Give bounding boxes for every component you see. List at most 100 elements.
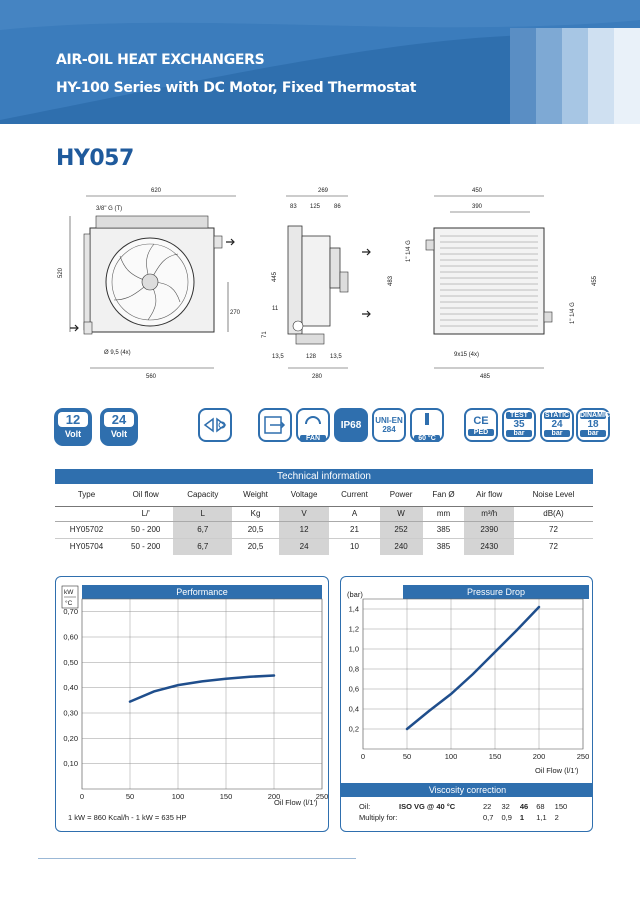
y-tick-label: 0,2 xyxy=(349,725,359,734)
unit-cell: A xyxy=(329,506,380,522)
unit-cell: m³/h xyxy=(464,506,514,522)
dynamic-unit: bar xyxy=(580,430,606,437)
ce-label: CE xyxy=(473,415,489,427)
table-cell: 385 xyxy=(436,525,451,534)
dim-back-inner: 390 xyxy=(472,204,483,210)
unit-cell xyxy=(55,506,118,522)
fan-icon: FAN xyxy=(296,408,330,442)
table-row: Oil: ISO VG @ 40 °C 22 32 46 68 150 xyxy=(355,801,571,812)
y-tick-label: 0,70 xyxy=(63,607,78,616)
viscosity-table: Oil: ISO VG @ 40 °C 22 32 46 68 150 Mult… xyxy=(355,801,571,823)
static-unit: bar xyxy=(544,430,570,437)
oil-flow-icon xyxy=(258,408,292,442)
grade-value: 68 xyxy=(536,802,545,811)
grade-value: 150 xyxy=(554,802,568,811)
dim-back-base: 485 xyxy=(480,374,491,380)
viscosity-title: Viscosity correction xyxy=(341,783,592,797)
header-title: AIR-OIL HEAT EXCHANGERS xyxy=(56,52,265,68)
col-header: Weight xyxy=(232,484,279,507)
stripe xyxy=(614,28,640,124)
dim-back-width: 450 xyxy=(472,188,483,194)
table-cell: 252 xyxy=(379,521,423,538)
dim-side-base: 280 xyxy=(312,374,323,380)
dynamic-label: DINAMIC xyxy=(580,412,610,419)
table-cell: 21 xyxy=(350,525,359,534)
y-tick-label: 1,0 xyxy=(349,645,359,654)
unit-cell: dB(A) xyxy=(513,506,593,522)
dim-front-side: 270 xyxy=(230,310,241,316)
table-cell: HY05702 xyxy=(69,525,104,534)
multiplier-value: 2 xyxy=(554,813,559,822)
tech-table: Type Oil flow Capacity Weight Voltage Cu… xyxy=(55,484,593,555)
dynamic-pressure-badge: DINAMIC 18 bar xyxy=(576,408,610,442)
x-tick-label: 250 xyxy=(316,792,329,801)
series-line xyxy=(128,674,276,703)
table-cell: 12 xyxy=(278,521,330,538)
unit-cell: mm xyxy=(422,506,465,522)
series-line xyxy=(405,605,541,731)
dim-side-h1: 445 xyxy=(272,271,278,282)
col-header: Fan Ø xyxy=(422,484,465,507)
side-view: 269 83 125 86 445 11 71 13,5 128 13,5 28… xyxy=(262,188,349,380)
col-header: Noise Level xyxy=(513,484,593,507)
unit-cell: Kg xyxy=(232,506,279,522)
dim-back-h1: 483 xyxy=(388,275,394,286)
y-tick-label: 0,8 xyxy=(349,665,359,674)
y-tick-label: 0,10 xyxy=(63,759,78,768)
y-tick-label: 0,20 xyxy=(63,734,78,743)
y-tick-label: 0,6 xyxy=(349,685,359,694)
multiplier-value: 1,1 xyxy=(536,813,547,822)
y-tick-label: 0,30 xyxy=(63,709,78,718)
ip68-label: IP68 xyxy=(340,420,362,431)
table-cell: 50 - 200 xyxy=(117,537,174,555)
unit-cell: V xyxy=(278,506,330,522)
ce-ped-icon: CE PED xyxy=(464,408,498,442)
pressure-title: Pressure Drop xyxy=(403,585,589,599)
y-tick-label: 1,2 xyxy=(349,625,359,634)
x-tick-label: 200 xyxy=(533,752,546,761)
test-label: TEST xyxy=(506,412,532,419)
dim-back-port1: 1" 1/4 G xyxy=(406,240,412,262)
stripe xyxy=(510,28,536,124)
y-unit: (bar) xyxy=(347,590,363,599)
tech-header-row: Type Oil flow Capacity Weight Voltage Cu… xyxy=(55,484,593,507)
y-tick-label: 0,60 xyxy=(63,633,78,642)
col-header: Type xyxy=(55,484,118,507)
thermostat-icon xyxy=(198,408,232,442)
technical-drawings: 620 3/8" G (T) 520 270 Ø 9,5 (4x) 560 26… xyxy=(58,188,598,380)
stripe xyxy=(588,28,614,124)
dim-side-c: 86 xyxy=(334,204,341,210)
badge-12-volt: 12 Volt xyxy=(54,408,92,446)
col-header: Voltage xyxy=(278,484,330,507)
multiplier-value: 1 xyxy=(519,813,525,822)
y-unit-top: kW xyxy=(64,589,74,596)
table-cell: HY05704 xyxy=(55,537,118,555)
y-tick-label: 0,40 xyxy=(63,683,78,692)
dim-front-width: 620 xyxy=(151,188,162,194)
test-unit: bar xyxy=(506,430,532,437)
dim-side-bottom1: 13,5 xyxy=(272,354,284,360)
grade-value: 46 xyxy=(519,802,529,811)
tech-title: Technical information xyxy=(55,469,593,484)
dim-front-holes: Ø 9,5 (4x) xyxy=(104,350,131,356)
table-cell: 2430 xyxy=(464,537,514,555)
table-cell: 385 xyxy=(422,537,465,555)
dim-back-holes: 9x15 (4x) xyxy=(454,352,479,358)
grade-label: ISO VG @ 40 °C xyxy=(399,802,456,811)
x-tick-label: 100 xyxy=(445,752,458,761)
multiplier-value: 0,7 xyxy=(483,813,494,822)
static-label: STATIC xyxy=(544,412,570,419)
table-cell: 2390 xyxy=(464,521,514,538)
table-cell: 72 xyxy=(549,525,558,534)
y-tick-label: 0,50 xyxy=(63,658,78,667)
badge-24-volt: 24 Volt xyxy=(100,408,138,446)
table-cell: 20,5 xyxy=(232,537,279,555)
header-subtitle: HY-100 Series with DC Motor, Fixed Therm… xyxy=(56,80,417,96)
model-title: HY057 xyxy=(56,146,134,171)
dim-side-bottom2: 128 xyxy=(306,354,317,360)
front-view: 620 3/8" G (T) 520 270 Ø 9,5 (4x) 560 xyxy=(58,188,241,380)
unit-cell: L/' xyxy=(117,506,174,522)
dim-side-h3: 71 xyxy=(262,331,268,338)
ped-label: PED xyxy=(468,429,494,436)
